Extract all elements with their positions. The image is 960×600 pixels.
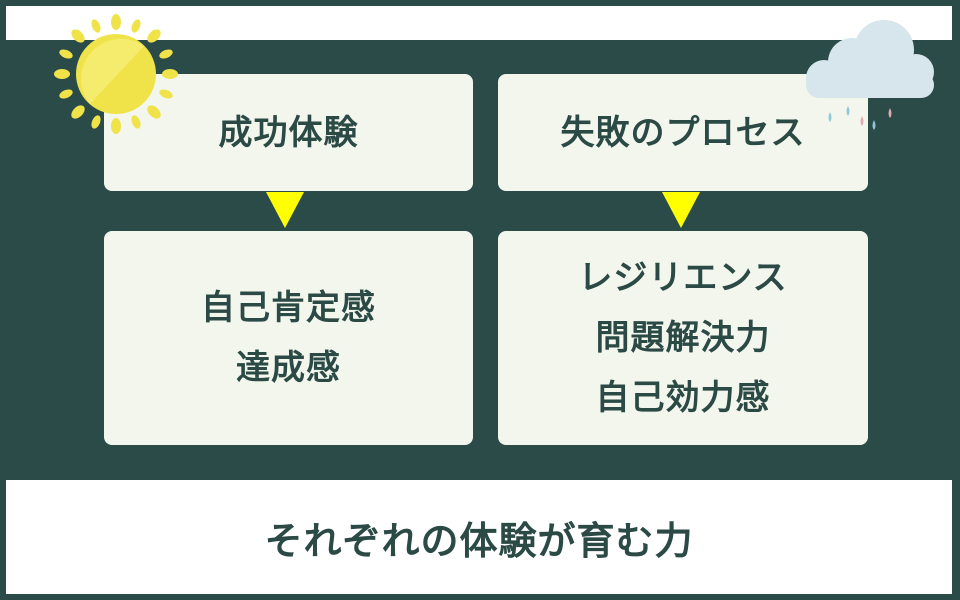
box-label: 成功体験 <box>218 112 359 153</box>
self-esteem-box: 自己肯定感 達成感 <box>104 231 473 445</box>
footer-caption: それぞれの体験が育む力 <box>264 518 694 563</box>
box-label: レジリエンス <box>578 258 788 298</box>
top-strip <box>6 6 952 40</box>
box-label: 自己肯定感 <box>201 288 376 328</box>
box-label: 自己効力感 <box>595 378 771 418</box>
down-arrow-icon <box>266 192 304 228</box>
box-label: 問題解決力 <box>595 318 771 358</box>
box-label: 失敗のプロセス <box>560 112 806 153</box>
sun-icon <box>54 14 178 134</box>
down-arrow-icon <box>662 192 700 228</box>
rain-cloud-icon <box>806 20 934 130</box>
resilience-box: レジリエンス 問題解決力 自己効力感 <box>498 231 868 445</box>
box-label: 達成感 <box>236 348 341 388</box>
failure-process-box: 失敗のプロセス <box>498 74 868 191</box>
footer-caption-bar: それぞれの体験が育む力 <box>6 480 952 594</box>
